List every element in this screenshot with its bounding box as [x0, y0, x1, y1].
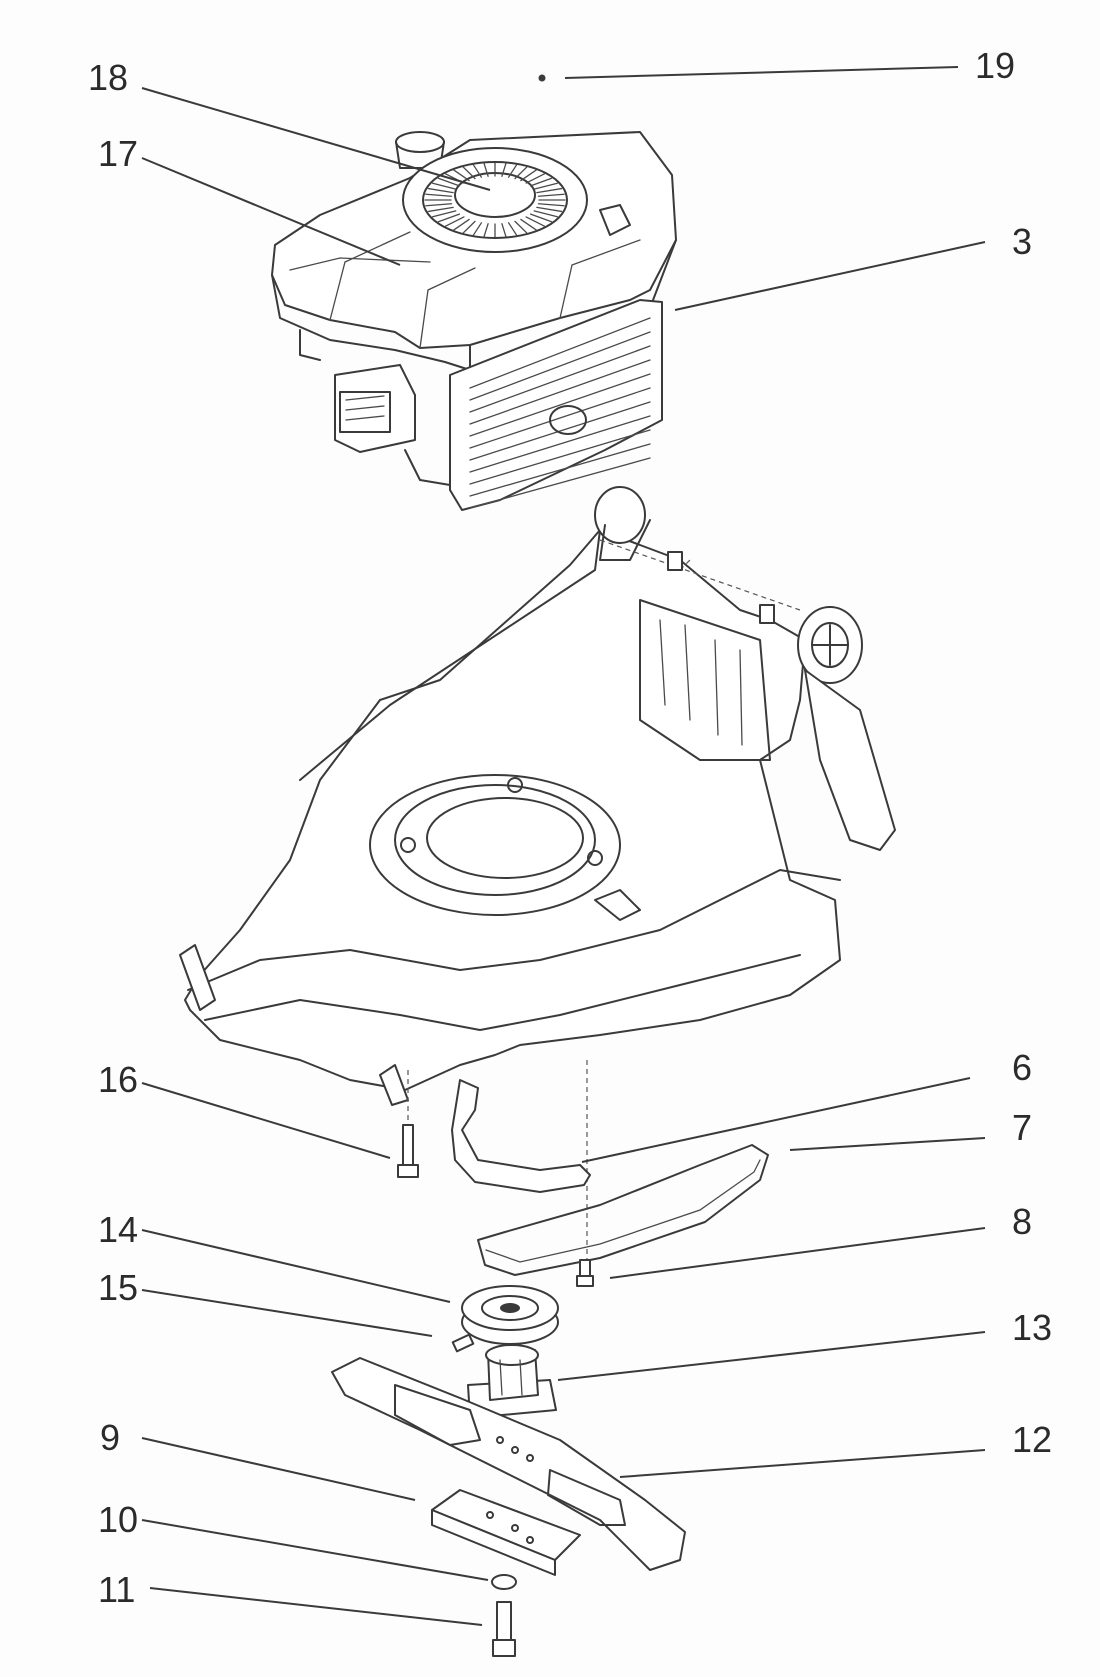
callout-9: 9 — [100, 1417, 121, 1458]
callout-8: 8 — [1012, 1201, 1033, 1242]
part-15-screw — [451, 1333, 475, 1353]
callout-11: 11 — [98, 1569, 136, 1610]
mower-deck — [179, 486, 896, 1106]
callout-19: 19 — [975, 45, 1016, 86]
callout-17: 17 — [98, 133, 139, 174]
part-7-belt — [477, 1144, 769, 1276]
engine-part — [271, 131, 677, 511]
part-13-adapter — [467, 1344, 557, 1419]
part-9-plate — [431, 1489, 581, 1576]
callout-14: 14 — [98, 1209, 139, 1250]
callout-12: 12 — [1012, 1419, 1053, 1460]
part-10-washer — [491, 1574, 517, 1590]
callout-18: 18 — [88, 57, 129, 98]
part-19-nut — [538, 74, 546, 82]
part-6-belt-guard — [451, 1079, 591, 1193]
callout-7: 7 — [1012, 1107, 1033, 1148]
part-14-pulley — [461, 1285, 559, 1345]
callout-16: 16 — [98, 1059, 139, 1100]
part-16-bolt — [397, 1070, 419, 1178]
callout-13: 13 — [1012, 1307, 1053, 1348]
callout-6: 6 — [1012, 1047, 1033, 1088]
part-12-blade — [331, 1357, 686, 1571]
part-11-bolt — [492, 1601, 516, 1657]
callout-10: 10 — [98, 1499, 139, 1540]
callout-3: 3 — [1012, 221, 1033, 262]
callout-15: 15 — [98, 1267, 139, 1308]
part-8-screw — [576, 1259, 594, 1287]
leader-lines — [141, 66, 986, 1626]
